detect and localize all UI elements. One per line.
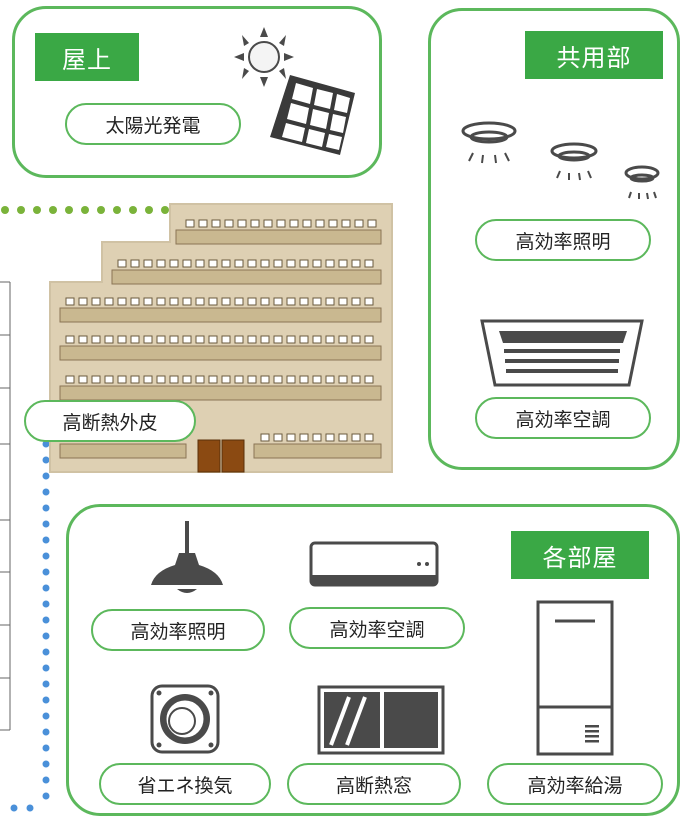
wall-air-conditioner-icon [309,541,439,587]
ceiling-light-icon [461,121,660,200]
solar-power-label: 太陽光発電 [65,103,241,145]
common-air-conditioning-label: 高効率空調 [475,397,651,439]
room-lighting-label: 高効率照明 [91,609,265,651]
insulated-envelope-label: 高断熱外皮 [24,400,196,442]
common-area-tag: 共用部 [525,31,663,79]
common-lighting-label: 高効率照明 [475,219,651,261]
room-air-conditioning-label: 高効率空調 [289,607,465,649]
insulated-window-label: 高断熱窓 [287,763,461,805]
rooftop-tag: 屋上 [35,33,139,81]
blue-dotted-connector [10,424,50,812]
each-room-panel: 各部屋 高効率照明 高効率空調 省エネ換気 高断熱窓 [66,504,680,816]
pendant-light-icon [151,521,223,593]
energy-saving-ventilation-label: 省エネ換気 [99,763,271,805]
insulated-window-icon [317,685,445,755]
each-room-tag: 各部屋 [511,531,649,579]
table-fragment [0,281,11,731]
common-area-panel: 共用部 高効率照明 高効率空調 [428,8,680,470]
high-efficiency-water-heater-label: 高効率給湯 [487,763,663,805]
ventilation-fan-icon [150,684,220,754]
solar-panel-icon [234,27,355,155]
water-heater-icon [536,600,614,756]
rooftop-panel: 屋上 太陽光発電 [12,6,382,178]
ceiling-air-conditioner-icon [480,319,644,387]
